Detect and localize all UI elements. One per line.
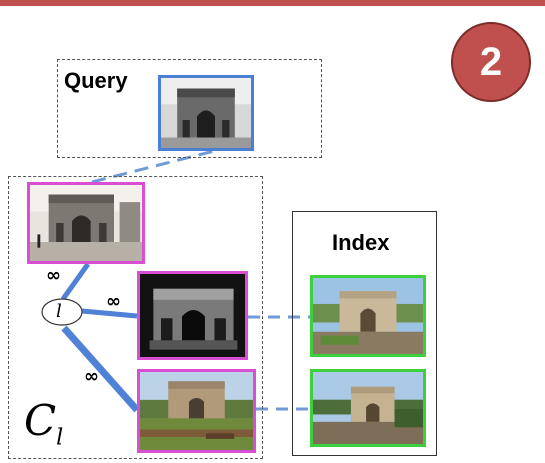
cluster-node <box>41 298 83 326</box>
edge-weight-top: ∞ <box>46 265 61 286</box>
cluster-image-top <box>27 182 145 264</box>
cluster-image-bottom <box>137 369 256 453</box>
query-image <box>158 75 254 151</box>
cluster-box <box>8 176 263 459</box>
edge-node-to-middle-image <box>81 308 138 319</box>
index-label: Index <box>332 230 390 255</box>
top-accent-bar <box>0 0 545 6</box>
edge-node-to-top-image <box>60 262 91 301</box>
edge-weight-bottom: ∞ <box>84 366 99 387</box>
cluster-label: Cl <box>24 396 64 451</box>
index-box <box>292 211 437 456</box>
cluster-image-middle <box>137 271 248 360</box>
query-box <box>57 59 322 158</box>
index-image-top <box>310 275 426 357</box>
step-number-badge: 2 <box>451 22 531 102</box>
query-label: Query <box>64 68 128 93</box>
edge-weight-middle: ∞ <box>106 291 121 312</box>
node-label: l <box>56 301 62 322</box>
index-image-bottom <box>310 369 426 447</box>
edge-node-to-bottom-image <box>61 325 140 413</box>
